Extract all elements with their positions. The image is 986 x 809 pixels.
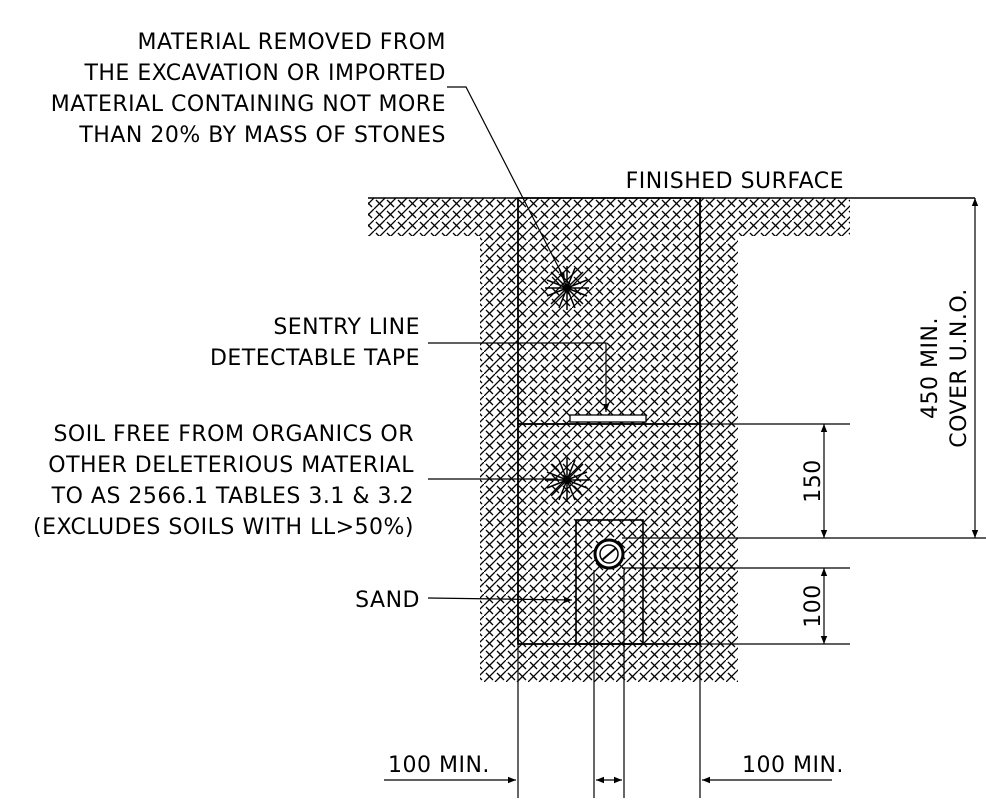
natural-ground: [368, 198, 850, 682]
soil-star-icon: [545, 458, 589, 502]
tape-note-line-2: DETECTABLE TAPE: [210, 346, 420, 371]
cover-dimension-line-1: 450 MIN.: [918, 317, 943, 419]
backfill-star-icon: [545, 266, 589, 310]
sand-label: SAND: [355, 588, 420, 613]
leader-lines: [427, 86, 610, 604]
backfill-note-line-2: THE EXCAVATION OR IMPORTED: [83, 61, 446, 86]
soil-note-line-2: OTHER DELETERIOUS MATERIAL: [48, 453, 414, 478]
soil-note-line-4: (EXCLUDES SOILS WITH LL>50%): [33, 515, 414, 540]
horizontal-dimensions: [384, 570, 832, 798]
right-min-dimension: 100 MIN.: [742, 753, 844, 778]
vertical-dimensions: [622, 198, 986, 645]
backfill-note-line-1: MATERIAL REMOVED FROM: [138, 30, 446, 55]
dimension-150: 150: [801, 459, 826, 503]
finished-surface-label: FINISHED SURFACE: [626, 169, 844, 194]
soil-note-line-1: SOIL FREE FROM ORGANICS OR: [53, 422, 414, 447]
pipe-icon: [593, 538, 625, 570]
tape-note-line-1: SENTRY LINE: [273, 315, 420, 340]
dimension-100: 100: [801, 584, 826, 628]
cover-dimension-line-2: COVER U.N.O.: [947, 288, 972, 447]
soil-note-line-3: TO AS 2566.1 TABLES 3.1 & 3.2: [51, 484, 414, 509]
backfill-note-line-3: MATERIAL CONTAINING NOT MORE: [51, 92, 446, 117]
backfill-note-line-4: THAN 20% BY MASS OF STONES: [78, 123, 446, 148]
detectable-tape: [569, 414, 647, 423]
left-min-dimension: 100 MIN.: [388, 753, 490, 778]
